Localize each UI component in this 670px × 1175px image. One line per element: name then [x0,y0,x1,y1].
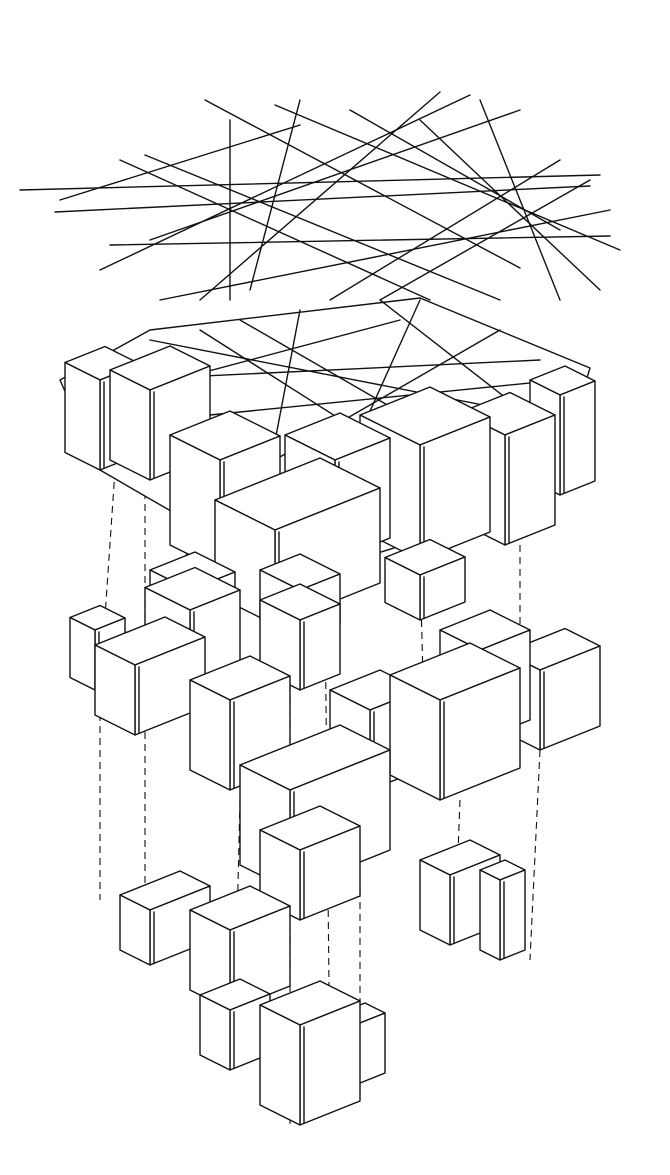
cluster-block [389,642,521,801]
grid-line [54,185,591,213]
fragment-block [259,980,361,1126]
grid-line [19,174,601,191]
box-left-face [94,644,136,736]
box-left-face [169,434,221,571]
grid-line [144,154,501,301]
grid-line [59,124,301,201]
grid-line [159,209,611,301]
projection-line [324,609,331,1081]
grid-line [249,99,301,291]
cluster-block [384,538,466,621]
cluster-block [94,616,206,736]
grid-line [149,109,521,241]
upper-slab-layer [59,297,596,626]
box-left-face [389,674,441,801]
grid-line [119,159,431,301]
box-right-face [504,414,556,546]
box-left-face [199,994,231,1071]
box-left-face [109,369,151,481]
fragment-block [479,859,526,961]
grid-line [109,235,611,246]
projection-line [419,559,426,761]
lower-fragments-layer [119,805,526,1126]
box-left-face [69,616,96,691]
grid-line [204,99,521,269]
box-right-face [299,603,341,691]
grid-line [349,109,561,231]
grid-line [479,99,561,301]
grid-line [329,159,561,301]
middle-cluster-layer [69,538,601,891]
box-left-face [384,556,421,621]
slab-cut-line [239,329,501,481]
box-left-face [64,361,101,471]
box-left-face [419,859,451,946]
fragment-block [259,805,361,921]
box-left-face [259,1004,301,1126]
grid-line [379,179,591,301]
grid-line [274,104,621,251]
box-right-face [559,380,596,496]
grid-line [99,94,471,271]
grid-line [419,119,601,291]
line-grid-layer [19,91,621,301]
grid-line [199,91,441,301]
projection-line [529,749,541,961]
box-left-face [479,869,501,961]
box-left-face [119,894,151,966]
box-left-face [189,679,231,791]
